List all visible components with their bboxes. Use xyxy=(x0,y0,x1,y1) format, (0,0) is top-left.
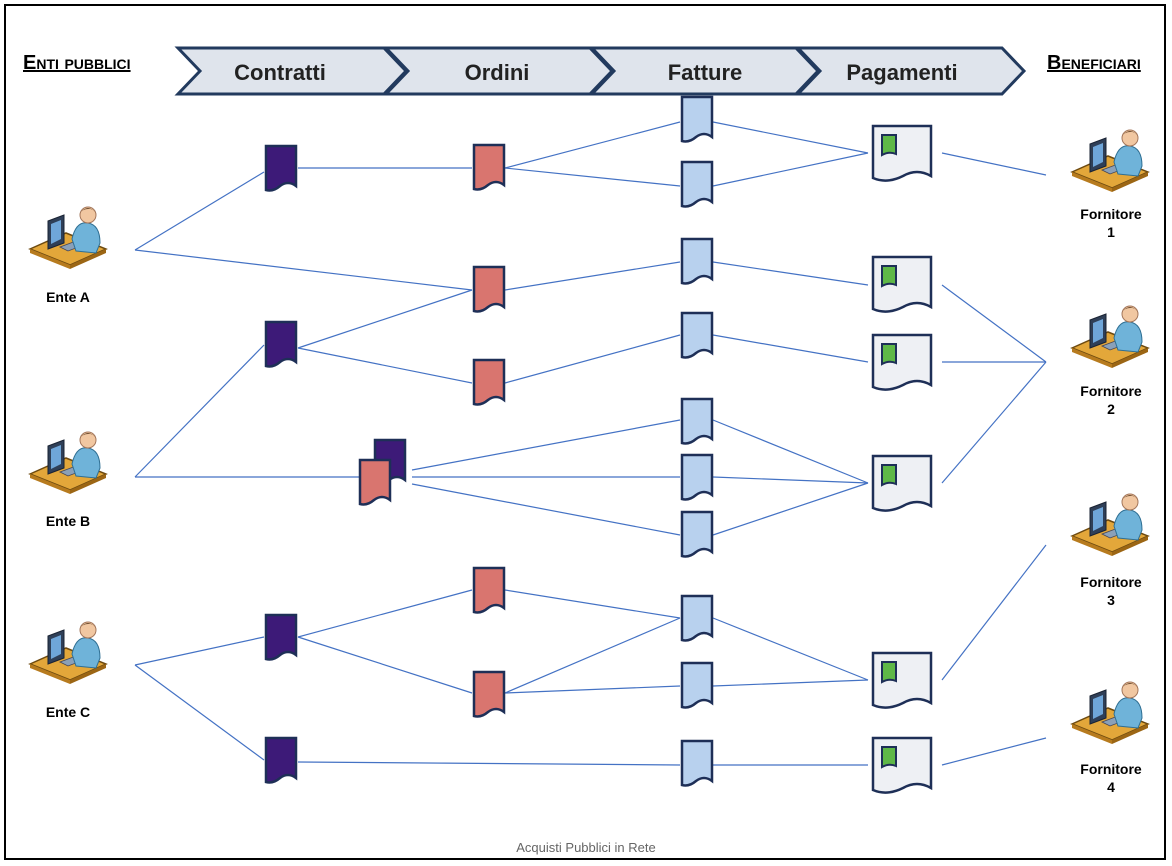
connector xyxy=(134,249,473,291)
fornitore-4-label-line2: 4 xyxy=(1107,779,1115,795)
fornitore-1-label-line1: Fornitore xyxy=(1080,206,1142,222)
connector xyxy=(134,171,265,251)
invoice-doc-icon xyxy=(680,311,714,359)
connector xyxy=(297,289,473,349)
connector xyxy=(134,344,265,478)
fornitore-3-label-line2: 3 xyxy=(1107,592,1115,608)
stage-label-pagamenti: Pagamenti xyxy=(846,60,957,85)
diagram-frame xyxy=(4,4,1166,860)
connector xyxy=(297,636,473,694)
payment-doc-icon xyxy=(871,255,933,313)
connector xyxy=(297,761,681,766)
invoice-doc-icon xyxy=(680,95,714,143)
contract-doc-icon xyxy=(264,613,298,661)
connector xyxy=(504,617,681,694)
connector xyxy=(712,617,869,681)
stage-label-ordini: Ordini xyxy=(465,60,530,85)
fornitore-2-icon xyxy=(1071,305,1149,369)
stage-label-contratti: Contratti xyxy=(234,60,326,85)
connector xyxy=(712,261,869,286)
invoice-doc-icon xyxy=(680,510,714,558)
invoice-doc-icon xyxy=(680,453,714,501)
fornitore-2-label-line2: 2 xyxy=(1107,401,1115,417)
ente-c-label: Ente C xyxy=(45,704,91,720)
connector xyxy=(941,284,1047,363)
fornitore-2-label-line1: Fornitore xyxy=(1080,383,1142,399)
connector xyxy=(712,679,869,687)
fornitore-2-label: Fornitore 2 xyxy=(1066,382,1156,418)
header-public-entities: Enti pubblici xyxy=(23,52,131,74)
connector xyxy=(941,152,1047,176)
contract-doc-icon xyxy=(264,320,298,368)
ente-b-label: Ente B xyxy=(45,513,91,529)
order-doc-icon xyxy=(472,143,506,191)
connector xyxy=(504,261,681,291)
connector xyxy=(941,361,1047,484)
connector xyxy=(712,334,869,363)
fornitore-3-icon xyxy=(1071,493,1149,557)
payment-doc-icon xyxy=(871,454,933,512)
fornitore-4-label: Fornitore 4 xyxy=(1066,760,1156,796)
connector xyxy=(411,419,681,471)
invoice-doc-icon xyxy=(680,237,714,285)
footer-caption: Acquisti Pubblici in Rete xyxy=(516,840,656,855)
payment-doc-icons xyxy=(871,124,933,794)
invoice-doc-icon xyxy=(680,160,714,208)
invoice-doc-icon xyxy=(680,661,714,709)
invoice-doc-icon xyxy=(680,397,714,445)
connector xyxy=(297,589,473,638)
connector xyxy=(504,589,681,619)
connector xyxy=(297,347,473,384)
connector xyxy=(504,334,681,384)
stage-label-fatture: Fatture xyxy=(668,60,743,85)
ente-a-icon xyxy=(29,206,107,270)
fornitore-4-label-line1: Fornitore xyxy=(1080,761,1142,777)
invoice-doc-icon xyxy=(680,594,714,642)
ente-b-icon xyxy=(29,431,107,495)
order-doc-icon xyxy=(472,265,506,313)
payment-doc-icon xyxy=(871,736,933,794)
fornitore-3-label-line1: Fornitore xyxy=(1080,574,1142,590)
connector xyxy=(941,544,1047,681)
stage-chevron-pagamenti xyxy=(794,46,1027,96)
connector xyxy=(712,482,869,536)
connector xyxy=(712,152,869,187)
order-doc-icon xyxy=(472,670,506,718)
connector xyxy=(941,737,1047,766)
connector xyxy=(134,664,265,761)
fornitore-1-label: Fornitore 1 xyxy=(1066,205,1156,241)
connectors xyxy=(134,121,1047,766)
order-doc-icon xyxy=(358,458,392,506)
fornitore-4-icon xyxy=(1071,681,1149,745)
ente-a-label: Ente A xyxy=(46,289,90,305)
connector xyxy=(504,167,681,187)
connector xyxy=(134,636,265,666)
fornitore-1-label-line2: 1 xyxy=(1107,224,1115,240)
stage-bar: Contratti Ordini Fatture Pagamenti xyxy=(174,46,1027,96)
invoice-doc-icon xyxy=(680,739,714,787)
payment-doc-icon xyxy=(871,651,933,709)
fornitore-1-icon xyxy=(1071,129,1149,193)
payment-doc-icon xyxy=(871,124,933,182)
order-doc-icon xyxy=(472,358,506,406)
connector xyxy=(712,419,869,484)
header-beneficiaries: Beneficiari xyxy=(1047,52,1141,74)
connector xyxy=(712,121,869,154)
payment-doc-icon xyxy=(871,333,933,391)
ente-c-icon xyxy=(29,621,107,685)
connector xyxy=(504,685,681,694)
order-doc-icon xyxy=(472,566,506,614)
connector xyxy=(504,121,681,169)
contract-doc-icon xyxy=(264,736,298,784)
connector xyxy=(712,476,869,484)
contract-doc-icon xyxy=(264,144,298,192)
fornitore-3-label: Fornitore 3 xyxy=(1066,573,1156,609)
connector xyxy=(411,483,681,536)
